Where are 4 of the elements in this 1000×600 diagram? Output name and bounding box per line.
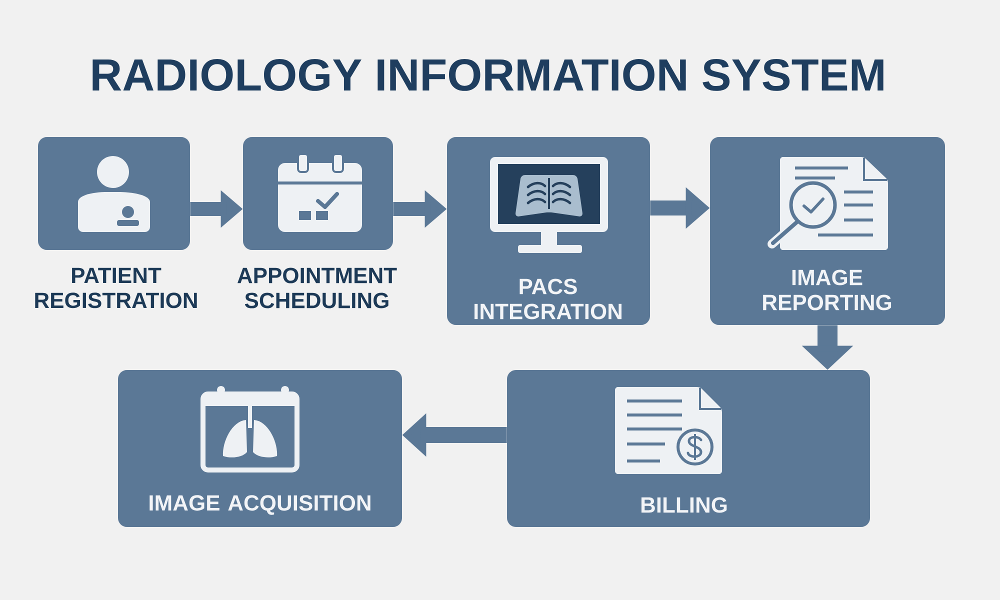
title: RADIOLOGY INFORMATION SYSTEM [92, 59, 884, 91]
box-label: APPOINTMENT SCHEDULING [238, 268, 397, 308]
process-box: IMAGE ACQUISITION [118, 370, 402, 527]
box-label: PATIENT REGISTRATION [35, 268, 197, 308]
